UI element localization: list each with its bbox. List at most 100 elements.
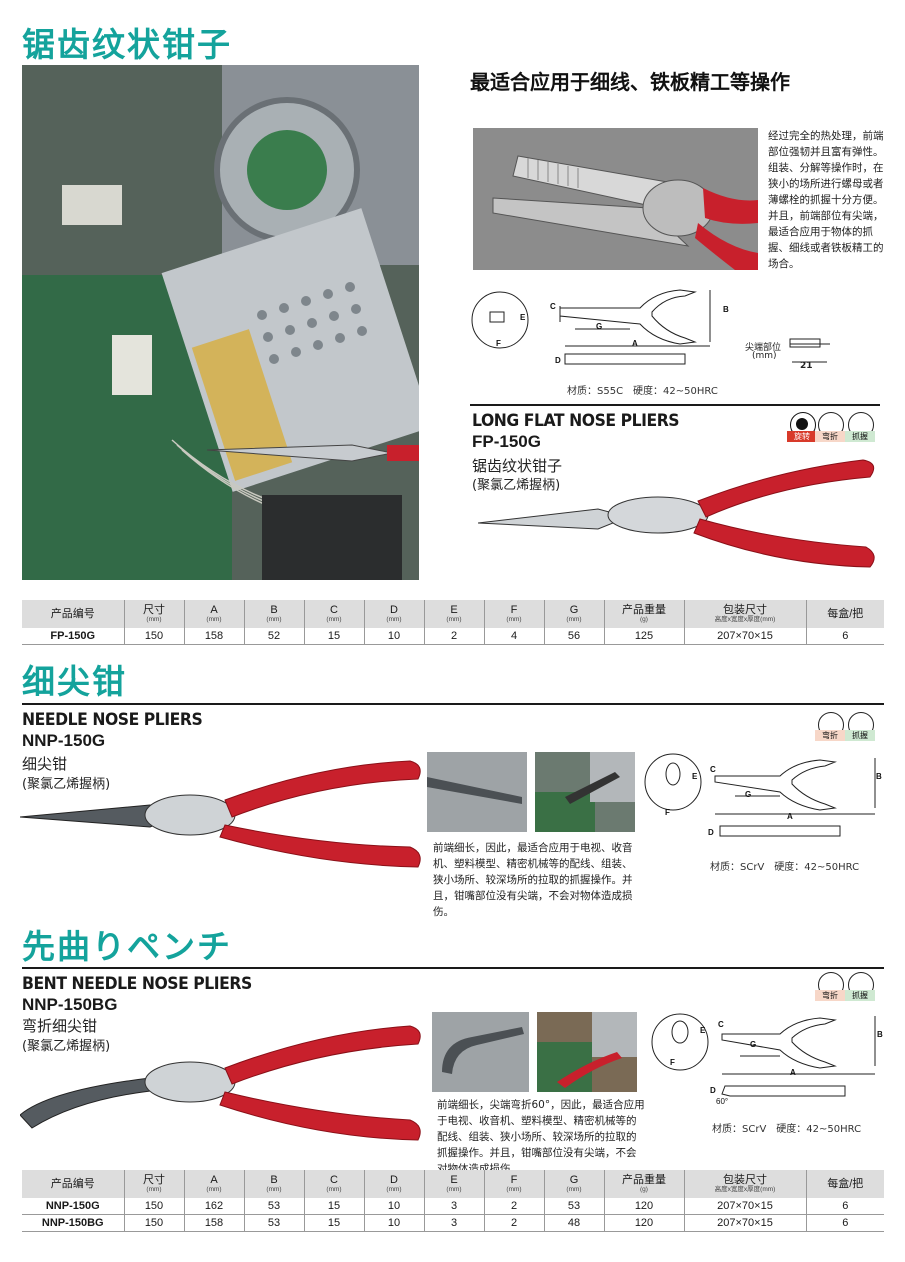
cell-size: 150 <box>123 1214 184 1232</box>
bent-angle: 60° <box>716 1097 729 1106</box>
bent-tip-closeup <box>432 1012 529 1092</box>
cell-b: 53 <box>243 1198 304 1215</box>
cell-weight: 120 <box>603 1198 684 1215</box>
diag2-label-d: D <box>708 828 714 837</box>
th-qty: 每盒/把 <box>805 600 884 628</box>
th2-qty: 每盒/把 <box>805 1170 884 1198</box>
cell-qty: 6 <box>805 1214 884 1232</box>
cell-size: 150 <box>123 628 184 645</box>
needle-cn-name: 细尖钳 <box>22 755 68 773</box>
bent-description: 前端细长，尖端弯折60°，因此，最适合应用于电视、收音机、塑料模型、精密机械等的… <box>437 1099 645 1175</box>
bent-material: 材质：SCrV 硬度：42~50HRC <box>712 1124 862 1135</box>
bent-diagram <box>651 1013 876 1097</box>
cell-f: 2 <box>483 1214 544 1232</box>
th2-f: F(mm) <box>483 1170 544 1198</box>
electronics-photo <box>22 65 419 580</box>
th2-a: A(mm) <box>183 1170 244 1198</box>
diag-label-f: F <box>496 339 501 348</box>
diag3-label-d: D <box>710 1086 716 1095</box>
th-size: 尺寸(mm) <box>123 600 184 628</box>
needle-usage-photo <box>535 752 635 832</box>
spec-table-2: 产品编号 尺寸(mm) A(mm) B(mm) C(mm) D(mm) E(mm… <box>22 1170 884 1232</box>
th2-b: B(mm) <box>243 1170 304 1198</box>
diag2-label-e: E <box>692 772 698 781</box>
long-flat-model: FP-150G <box>472 432 541 451</box>
cell-c: 15 <box>303 1198 364 1215</box>
cell-e: 3 <box>423 1198 484 1215</box>
diag-label-a: A <box>632 339 638 348</box>
needle-grip: (聚氯乙烯握柄) <box>22 777 111 792</box>
th-c: C(mm) <box>303 600 364 628</box>
bent-grip: (聚氯乙烯握柄) <box>22 1039 111 1054</box>
badge-bend-label-2: 弯折 <box>815 730 845 741</box>
th-code: 产品编号 <box>22 600 124 628</box>
cell-pack: 207×70×15 <box>683 1198 806 1215</box>
cell-pack: 207×70×15 <box>683 1214 806 1232</box>
cell-c: 15 <box>303 1214 364 1232</box>
th-e: E(mm) <box>423 600 484 628</box>
badge-bend-label: 弯折 <box>815 431 845 442</box>
diag-label-e: E <box>520 313 526 322</box>
cell-e: 3 <box>423 1214 484 1232</box>
th-a: A(mm) <box>183 600 244 628</box>
bent-pliers-image <box>20 1025 421 1141</box>
cell-weight: 125 <box>603 628 684 645</box>
table-row: FP-150G 150 158 52 15 10 2 4 56 125 207×… <box>22 628 884 645</box>
table1-header-row: 产品编号 尺寸(mm) A(mm) B(mm) C(mm) D(mm) E(mm… <box>22 600 884 628</box>
bent-cn-name: 弯折细尖钳 <box>22 1017 98 1035</box>
diag3-label-e: E <box>700 1026 706 1035</box>
long-flat-pliers-image <box>478 459 875 568</box>
cell-d: 10 <box>363 1198 424 1215</box>
th-weight: 产品重量(g) <box>603 600 684 628</box>
th2-code: 产品编号 <box>22 1170 124 1198</box>
diag-label-b: B <box>723 305 729 314</box>
section-title-long-flat: 锯齿纹状钳子 <box>22 25 232 64</box>
cell-f: 2 <box>483 1198 544 1215</box>
diag3-label-a: A <box>790 1068 796 1077</box>
th2-g: G(mm) <box>543 1170 604 1198</box>
cell-pack: 207×70×15 <box>683 628 806 645</box>
cell-g: 56 <box>543 628 604 645</box>
cell-a: 158 <box>183 1214 244 1232</box>
tip-dim: 21 <box>800 361 813 371</box>
table2-header-row: 产品编号 尺寸(mm) A(mm) B(mm) C(mm) D(mm) E(mm… <box>22 1170 884 1198</box>
table-row: NNP-150BG 150 158 53 15 10 3 2 48 120 20… <box>22 1214 884 1232</box>
th-b: B(mm) <box>243 600 304 628</box>
diag2-label-f: F <box>665 808 670 817</box>
badge-grip-label-2: 抓握 <box>845 730 875 741</box>
cell-a: 158 <box>183 628 244 645</box>
th2-pack: 包装尺寸高度x宽度x厚度(mm) <box>683 1170 806 1198</box>
cell-b: 53 <box>243 1214 304 1232</box>
diag2-label-b: B <box>876 772 882 781</box>
bent-en-name: BENT NEEDLE NOSE PLIERS <box>22 974 252 994</box>
cell-qty: 6 <box>805 1198 884 1215</box>
section3-divider <box>22 967 884 969</box>
cell-a: 162 <box>183 1198 244 1215</box>
needle-material: 材质：SCrV 硬度：42~50HRC <box>710 862 860 873</box>
section1-divider <box>470 404 880 406</box>
long-flat-cn-name: 锯齿纹状钳子 <box>472 457 563 475</box>
th-d: D(mm) <box>363 600 424 628</box>
section-headline: 最适合应用于细线、铁板精工等操作 <box>470 70 790 94</box>
badge-grip-label-3: 抓握 <box>845 990 875 1001</box>
th-f: F(mm) <box>483 600 544 628</box>
cell-d: 10 <box>363 1214 424 1232</box>
th2-e: E(mm) <box>423 1170 484 1198</box>
diag2-label-c: C <box>710 765 716 774</box>
th2-size: 尺寸(mm) <box>123 1170 184 1198</box>
diag2-label-g: G <box>745 790 752 799</box>
tip-unit: (mm) <box>752 351 777 361</box>
section2-divider <box>22 703 884 705</box>
long-flat-diagram <box>471 289 830 365</box>
needle-description: 前端细长，因此，最适合应用于电视、收音机、塑料模型、精密机械等的配线、组装、狭小… <box>433 842 633 918</box>
th2-d: D(mm) <box>363 1170 424 1198</box>
cell-f: 4 <box>483 628 544 645</box>
badge-bend-label-3: 弯折 <box>815 990 845 1001</box>
diag3-label-f: F <box>670 1058 675 1067</box>
badge-rotate-label: 旋转 <box>787 431 817 442</box>
cell-g: 48 <box>543 1214 604 1232</box>
needle-tip-closeup <box>427 752 527 832</box>
cell-weight: 120 <box>603 1214 684 1232</box>
bent-model: NNP-150BG <box>22 995 118 1014</box>
cell-g: 53 <box>543 1198 604 1215</box>
